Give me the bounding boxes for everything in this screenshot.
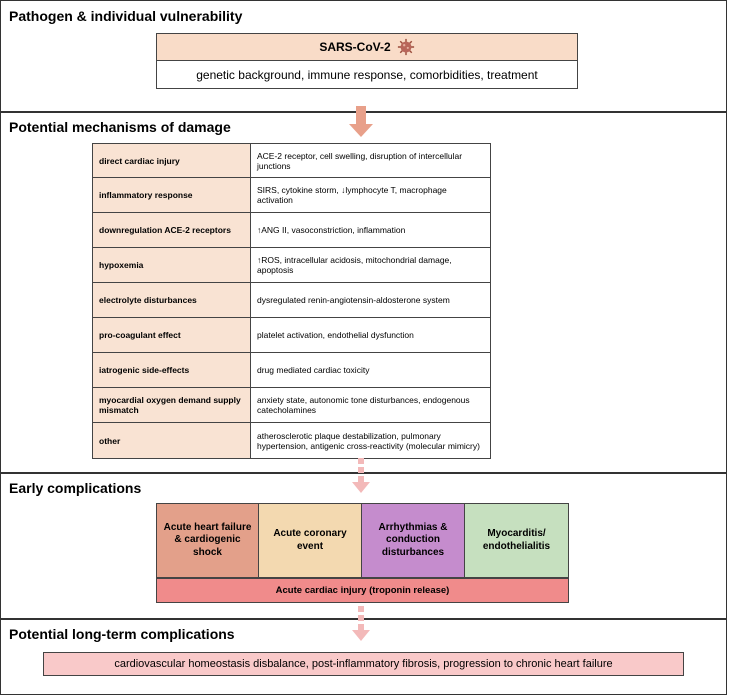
mechanism-desc: drug mediated cardiac toxicity <box>250 352 491 388</box>
mechanism-name: other <box>92 422 251 459</box>
longterm-complications-box: cardiovascular homeostasis disbalance, p… <box>43 652 684 676</box>
mechanism-name: direct cardiac injury <box>92 143 251 178</box>
virus-label: SARS-CoV-2 <box>319 40 391 54</box>
vulnerability-factors-box: genetic background, immune response, com… <box>156 61 578 89</box>
mechanism-name: pro-coagulant effect <box>92 317 251 353</box>
mechanism-desc: ACE-2 receptor, cell swelling, disruptio… <box>250 143 491 178</box>
mechanism-desc: anxiety state, autonomic tone disturbanc… <box>250 387 491 423</box>
table-row: myocardial oxygen demand supply mismatch… <box>92 387 491 423</box>
sars-cov-2-box: SARS-CoV-2 <box>156 33 578 61</box>
complication-arrhythmias: Arrhythmias & conduction disturbances <box>361 503 465 578</box>
down-arrow-icon <box>349 106 373 137</box>
mechanism-name: iatrogenic side-effects <box>92 352 251 388</box>
mechanism-desc: atherosclerotic plaque destabilization, … <box>250 422 491 459</box>
mechanism-name: electrolyte disturbances <box>92 282 251 318</box>
virus-icon <box>397 38 414 56</box>
longterm-section-title: Potential long-term complications <box>9 626 235 642</box>
complication-heart-failure: Acute heart failure & cardiogenic shock <box>156 503 259 578</box>
mechanism-desc: ↑ANG II, vasoconstriction, inflammation <box>250 212 491 248</box>
mechanism-name: myocardial oxygen demand supply mismatch <box>92 387 251 423</box>
mechanisms-section-title: Potential mechanisms of damage <box>9 119 231 135</box>
mechanism-desc: ↑ROS, intracellular acidosis, mitochondr… <box>250 247 491 283</box>
dashed-down-arrow-icon-2 <box>352 606 370 641</box>
mechanism-desc: SIRS, cytokine storm, ↓lymphocyte T, mac… <box>250 177 491 213</box>
table-row: hypoxemia↑ROS, intracellular acidosis, m… <box>92 247 491 283</box>
mechanism-name: downregulation ACE-2 receptors <box>92 212 251 248</box>
dashed-down-arrow-icon <box>352 458 370 493</box>
pathogen-section: Pathogen & individual vulnerability SARS… <box>0 0 727 112</box>
acute-cardiac-injury-bar: Acute cardiac injury (troponin release) <box>156 578 569 603</box>
mechanism-name: inflammatory response <box>92 177 251 213</box>
mechanism-desc: dysregulated renin-angiotensin-aldostero… <box>250 282 491 318</box>
mechanism-desc: platelet activation, endothelial dysfunc… <box>250 317 491 353</box>
table-row: downregulation ACE-2 receptors↑ANG II, v… <box>92 212 491 248</box>
mechanism-name: hypoxemia <box>92 247 251 283</box>
early-section-title: Early complications <box>9 480 142 496</box>
pathogen-section-title: Pathogen & individual vulnerability <box>9 8 243 24</box>
complication-coronary-event: Acute coronary event <box>258 503 362 578</box>
complication-myocarditis: Myocarditis/ endothelialitis <box>464 503 569 578</box>
